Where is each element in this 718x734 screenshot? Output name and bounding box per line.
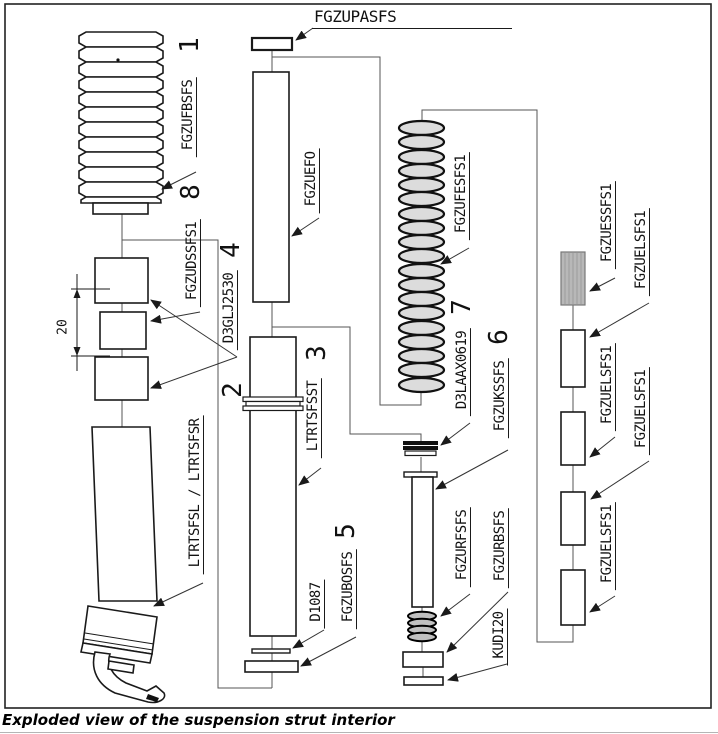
spacer-blocks [94,257,149,401]
label-strut-body: LTRTSFSL / LTRTSFSR [187,415,204,575]
leader-lines [150,27,650,682]
coil-spring [397,119,446,394]
spacer-block-top [94,257,149,304]
diagram-canvas [4,3,712,709]
dimension-20 [71,274,110,371]
label-spacer: D3GLJ2530 [221,269,238,351]
seal-ring-1 [560,329,586,388]
washer-d1087 [251,648,291,654]
number-cartridge: 3 [302,345,332,361]
number-bump-stop: 8 [176,184,206,200]
spacer-block-bottom [94,356,149,401]
cartridge-collar [242,396,304,403]
cartridge-tube [249,336,297,637]
label-bottom-plate: FGZUBOSFS [340,548,357,630]
valve-disc [403,441,438,445]
label-bump-stop: FGZUDSSFS1 [184,218,201,308]
label-seal-ring-4: FGZUELSFS1 [599,501,616,591]
label-seal-ring-2: FGZUELSFS1 [599,342,616,432]
number-bottom-plate: 5 [331,523,361,539]
label-base-washer: KUDI20 [491,608,508,666]
label-rebound-block: FGZURBSFS [492,507,509,589]
rod-column [242,36,304,673]
label-inner-tube: FGZUKSSFS [492,357,509,439]
label-cartridge: LTRTSFSST [305,377,322,459]
label-sleeve-gray: FGZUESSFS1 [599,180,616,270]
number-inner-tube: 6 [484,329,514,345]
label-seal-ring-3: FGZUELSFS1 [633,366,650,456]
bracket-tab [107,660,135,674]
label-coil-spring: FGZUFESFS1 [453,151,470,241]
top-plate [250,36,294,52]
label-valve-disc: D3LAAX0619 [454,327,471,417]
strut-body [80,426,166,704]
number-dust-boot: 1 [175,37,205,53]
label-seal-ring-1: FGZUELSFS1 [633,207,650,297]
rebound-block [402,651,444,668]
label-dust-boot: FGZUFBSFS [180,76,197,158]
rebound-spring [407,610,437,643]
seal-ring-2 [560,411,586,466]
piston-rod [252,71,290,303]
base-washer [403,676,444,686]
assembly-connector-lines [121,50,574,689]
label-top-plate: FGZUPASFS [312,9,512,29]
seal-stack-column [560,251,586,626]
bottom-edge-line [0,732,718,733]
number-coil-spring: 7 [447,299,477,315]
bottom-plate-fgzubosfs [244,660,299,673]
bump-stop-middle [99,311,147,350]
boot-dot [116,58,120,62]
label-piston-rod: FGZUEFO [303,148,320,214]
label-washer: D1087 [308,579,325,629]
drawing-border [4,3,712,709]
seal-ring-4 [560,569,586,626]
dimension-20-value: 20 [55,319,71,335]
dust-boot-bellows [78,31,164,215]
number-spacer: 4 [216,242,246,258]
inner-tube [411,476,434,608]
inner-assembly-column [402,441,444,686]
seal-ring-3 [560,491,586,546]
label-rebound-spring: FGZURFSFS [454,506,471,588]
figure-caption: Exploded view of the suspension strut in… [2,711,395,729]
number-strut-body: 2 [218,382,248,398]
